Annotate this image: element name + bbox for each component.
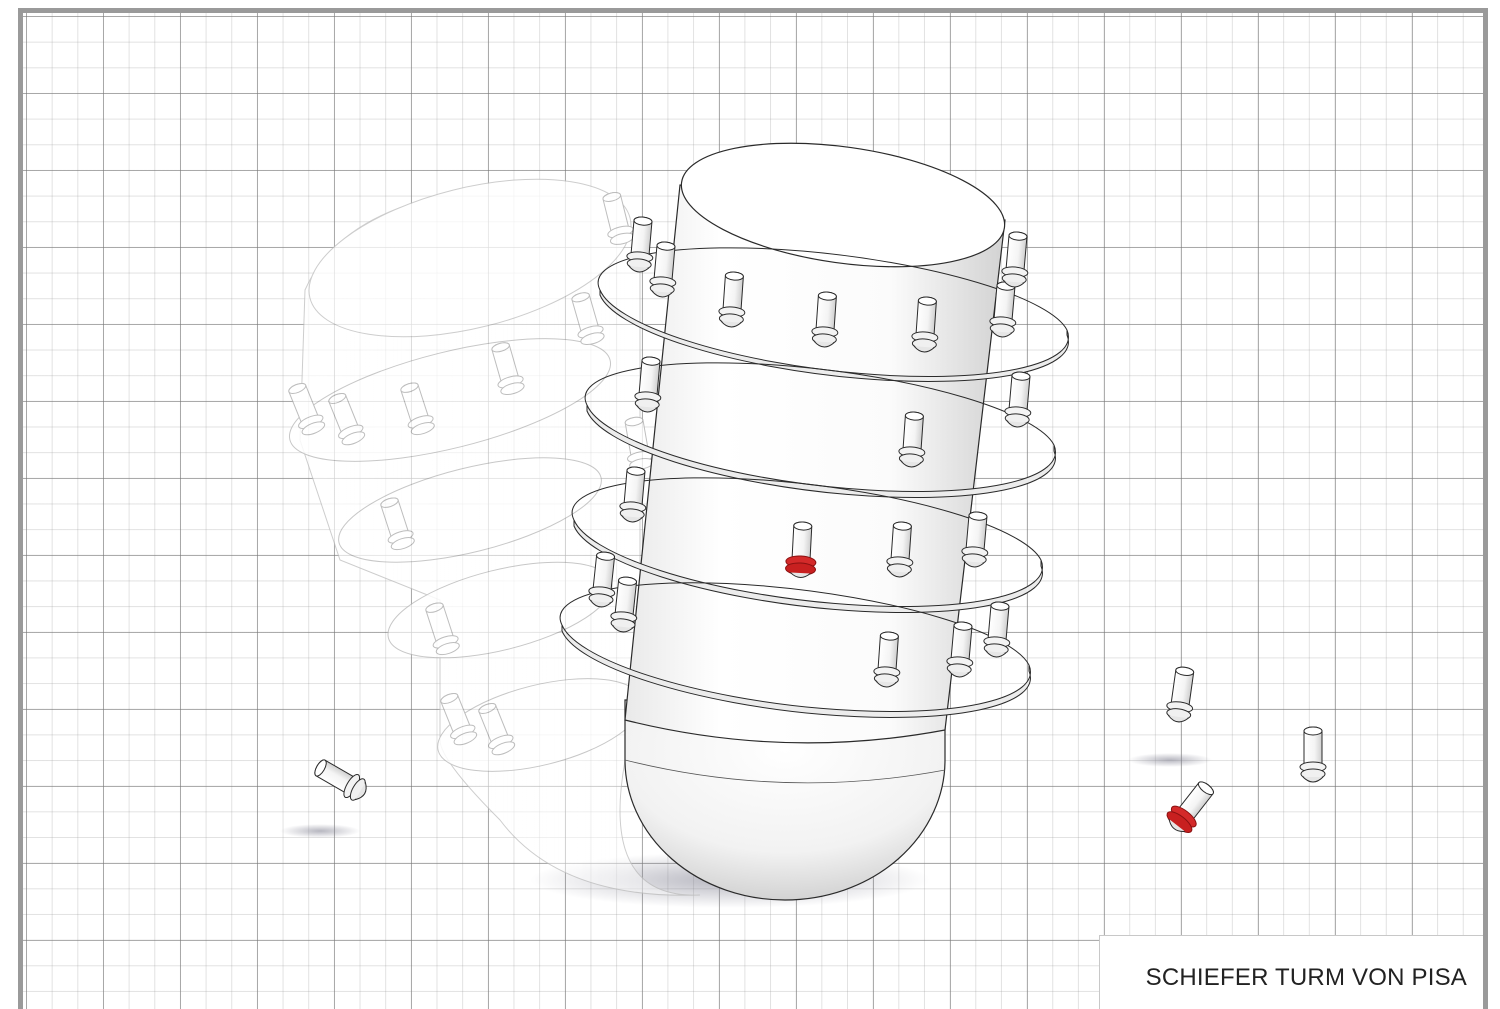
- tower-body: [560, 125, 1068, 900]
- caption-text: SCHIEFER TURM VON PISA: [1146, 964, 1467, 992]
- caption-box: SCHIEFER TURM VON PISA: [1099, 935, 1483, 1009]
